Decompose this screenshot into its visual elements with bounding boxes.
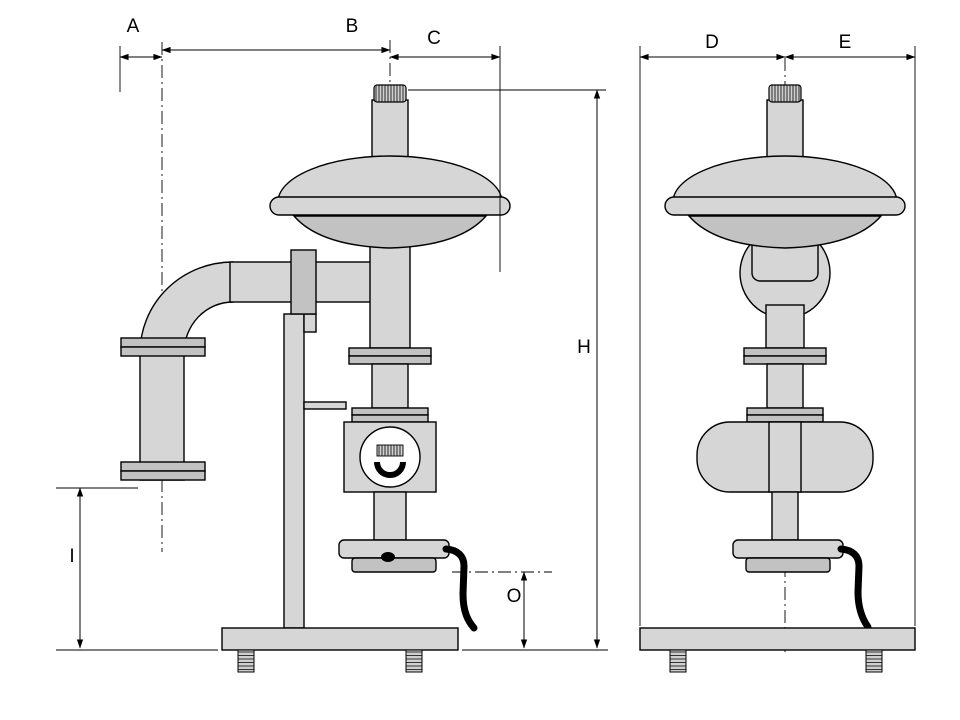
front-dome-lower-dish	[687, 215, 883, 249]
front-dome-top	[672, 155, 898, 203]
dim-label-o: O	[507, 586, 522, 607]
side-adjuster-cap	[373, 84, 407, 103]
side-body-flange	[351, 407, 429, 416]
dim-label-d: D	[705, 32, 719, 53]
front-base-plate	[639, 627, 916, 651]
side-view	[120, 40, 511, 673]
front-anchor-bolt-right	[865, 649, 883, 673]
front-dome-rim	[664, 196, 906, 216]
front-body-flange	[746, 414, 824, 423]
front-valve-stem-upper	[765, 304, 805, 349]
front-stem-through-body	[768, 421, 802, 493]
front-anchor-bolt-left	[669, 649, 687, 673]
side-lever-handle	[442, 545, 478, 632]
side-meter-face	[359, 426, 421, 488]
dim-label-e: E	[839, 32, 852, 53]
side-dome-top	[277, 155, 503, 203]
front-bottom-flange-disc	[732, 539, 844, 559]
dimensions: A B C D E H I O	[56, 16, 916, 651]
side-meter-pointer	[374, 461, 406, 478]
side-valve-stem-upper	[369, 243, 411, 349]
front-bottom-collar	[745, 557, 831, 573]
front-valve-stem-mid	[766, 363, 804, 409]
front-body-flange	[746, 407, 824, 416]
side-stand-bracket	[303, 313, 317, 333]
side-dome-rim	[269, 196, 511, 216]
side-body-flange	[351, 414, 429, 423]
side-pipe-flange-upper	[120, 337, 206, 348]
side-stem-flange	[348, 355, 432, 365]
side-dome-lower-dish	[292, 215, 488, 249]
side-support-arm	[303, 401, 347, 410]
dim-label-a: A	[127, 16, 140, 37]
front-valve-stem-lower	[771, 491, 799, 541]
side-valve-stem-mid	[371, 363, 409, 409]
side-anchor-bolt-right	[405, 649, 423, 673]
side-base-plate	[221, 627, 459, 651]
side-pipe-flange-lower	[120, 461, 206, 472]
front-lever-handle	[837, 545, 872, 631]
side-pipe-elbow	[139, 261, 234, 481]
side-stem-flange	[348, 347, 432, 357]
dim-label-b: B	[346, 16, 359, 37]
dim-label-i: I	[69, 546, 74, 567]
front-adjuster-cap	[768, 84, 802, 103]
side-bottom-collar	[351, 557, 437, 573]
dim-label-c: C	[427, 28, 441, 49]
front-stem-flange	[743, 347, 827, 357]
side-support-stand	[283, 313, 305, 629]
side-meter-counter-window	[376, 444, 404, 457]
dim-label-h: H	[577, 337, 591, 358]
side-pipe-flange-upper	[120, 346, 206, 357]
side-valve-stem-lower	[373, 491, 407, 541]
side-pipe-flange-plate	[290, 249, 317, 315]
side-anchor-bolt-left	[237, 649, 255, 673]
front-view	[639, 58, 916, 673]
front-stem-flange	[743, 355, 827, 365]
side-drain-port	[381, 552, 395, 562]
side-pipe-flange-lower	[120, 470, 206, 481]
